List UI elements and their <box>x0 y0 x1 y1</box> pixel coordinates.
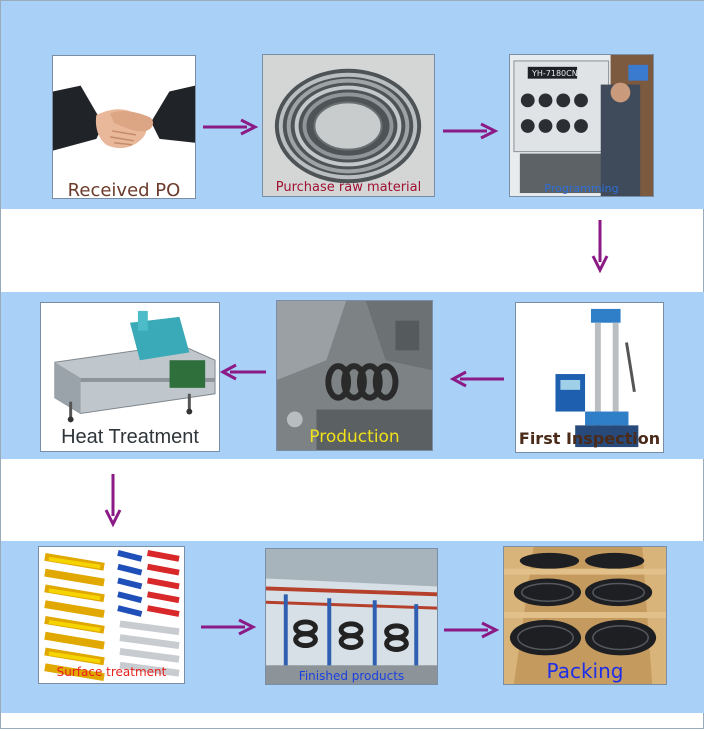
caption-first-inspection: First Inspection <box>516 431 663 447</box>
caption-purchase-raw-material: Purchase raw material <box>263 181 434 194</box>
step-heat-treatment: Heat Treatment <box>40 302 220 452</box>
handshake-icon <box>53 56 195 198</box>
step-finished-products: Finished products <box>265 548 438 685</box>
step-received-po: Received PO <box>52 55 196 199</box>
arrow-right-2 <box>443 122 499 140</box>
arrow-left-1 <box>220 363 266 381</box>
coloured-springs-icon <box>39 547 184 683</box>
step-programming: YH-7180CNC Programming <box>509 54 654 197</box>
caption-heat-treatment: Heat Treatment <box>41 427 219 447</box>
wire-coil-icon <box>263 55 434 196</box>
machine-display-label: YH-7180CNC <box>532 69 583 78</box>
step-production: Production <box>276 300 433 451</box>
caption-received-po: Received PO <box>53 182 195 199</box>
step-surface-treatment: Surface treatment <box>38 546 185 684</box>
hanging-conveyor-icon <box>266 549 437 684</box>
caption-packing: Packing <box>504 661 666 681</box>
arrow-right-3 <box>201 618 257 636</box>
arrow-down-1 <box>591 220 609 274</box>
caption-finished-products: Finished products <box>266 670 437 682</box>
step-first-inspection: First Inspection <box>515 302 664 453</box>
step-packing: Packing <box>503 546 667 685</box>
caption-programming: Programming <box>510 183 653 194</box>
caption-surface-treatment: Surface treatment <box>39 666 184 678</box>
step-purchase-raw-material: Purchase raw material <box>262 54 435 197</box>
arrow-down-2 <box>104 474 122 528</box>
arrow-right-4 <box>444 621 500 639</box>
arrow-left-2 <box>450 370 504 388</box>
arrow-right-1 <box>203 118 259 136</box>
caption-production: Production <box>277 429 432 446</box>
